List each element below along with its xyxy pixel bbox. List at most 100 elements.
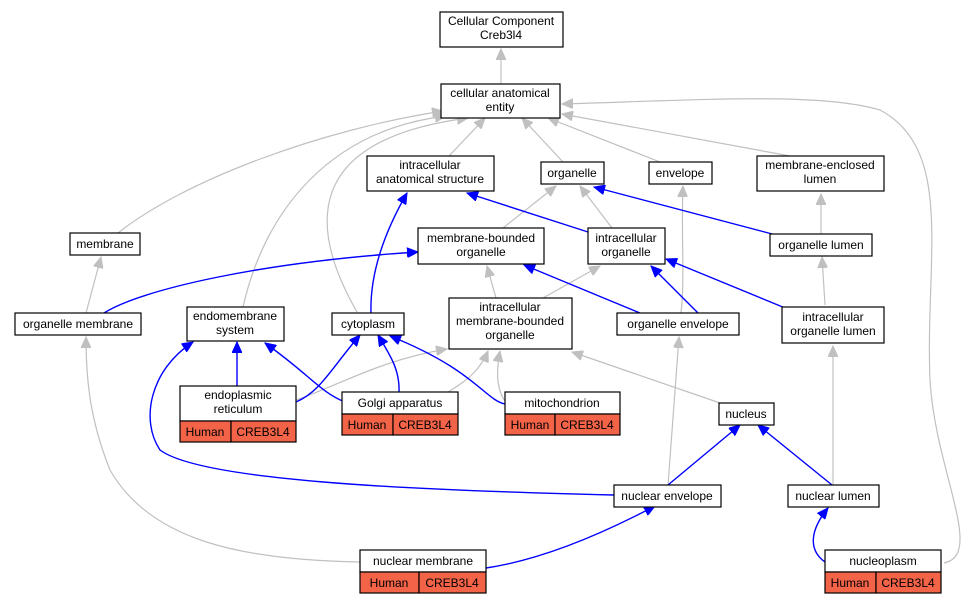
edge-nmem-to-nenv [485, 505, 655, 569]
node-cellular-component[interactable]: Cellular Component Creb3l4 [439, 11, 564, 48]
annotation-gene: CREB3L4 [236, 425, 290, 439]
annotation-species: Human [186, 425, 225, 439]
node-label: endomembrane [193, 309, 277, 323]
node-intracellular-organelle-lumen[interactable]: intracellular organelle lumen [781, 306, 885, 344]
edge-organelle-to-cae [522, 118, 564, 163]
node-membrane-bounded-organelle[interactable]: membrane-bounded organelle [417, 227, 545, 265]
edge-golgi-to-imbo [447, 351, 488, 393]
edge-iol-to-io [666, 259, 791, 311]
annotation-gene-cell [554, 413, 621, 436]
edge-imbo-to-mbo [487, 266, 497, 299]
annotation-gene-cell [418, 571, 487, 594]
node-label: organelle [547, 166, 597, 180]
node-nucleoplasm[interactable]: nucleoplasm Human CREB3L4 [824, 549, 942, 594]
edge-io-to-ias [467, 193, 589, 233]
annotation-species: Human [831, 576, 870, 590]
node-label: membrane-bounded [427, 231, 535, 245]
node-label: organelle [485, 328, 535, 342]
edge-mel-to-cae [562, 114, 791, 157]
edge-om-to-membrane [85, 257, 101, 314]
node-nuclear-membrane[interactable]: nuclear membrane Human CREB3L4 [359, 549, 487, 594]
node-label: membrane-enclosed [765, 158, 874, 172]
node-organelle[interactable]: organelle [540, 161, 605, 185]
edge-oenv-to-envelope [681, 186, 683, 314]
edge-ias-to-cae [448, 118, 485, 157]
annotation-gene-cell [875, 571, 942, 594]
annotation-gene: CREB3L4 [425, 576, 479, 590]
edge-io-to-organelle [580, 186, 613, 229]
edge-iol-to-olumen [822, 257, 825, 306]
node-membrane[interactable]: membrane [69, 232, 141, 256]
node-organelle-envelope[interactable]: organelle envelope [616, 312, 740, 336]
node-label: intracellular [479, 300, 540, 314]
node-label: organelle lumen [778, 238, 863, 252]
node-cellular-anatomical-entity[interactable]: cellular anatomical entity [440, 83, 561, 119]
edge-oenv-to-mbo [524, 265, 641, 314]
node-golgi-apparatus[interactable]: Golgi apparatus Human CREB3L4 [341, 391, 459, 436]
edge-mbo-to-organelle [502, 186, 556, 229]
node-label: reticulum [214, 402, 263, 416]
node-label: intracellular [595, 231, 656, 245]
node-endomembrane-system[interactable]: endomembrane system [186, 306, 285, 342]
node-label: intracellular [399, 158, 460, 172]
node-label: organelle lumen [790, 324, 875, 338]
edge-nplasm-to-nlumen [812, 508, 828, 563]
node-label: nuclear lumen [795, 489, 870, 503]
annotation-gene: CREB3L4 [560, 418, 614, 432]
annotation-species: Human [511, 418, 550, 432]
edge-nenv-to-ems [149, 342, 615, 496]
edge-imbo-to-io [542, 266, 600, 299]
node-membrane-enclosed-lumen[interactable]: membrane-enclosed lumen [756, 155, 885, 192]
node-label: organelle [601, 245, 651, 259]
node-label: nuclear membrane [373, 554, 473, 568]
annotation-gene: CREB3L4 [398, 418, 452, 432]
node-mitochondrion[interactable]: mitochondrion Human CREB3L4 [504, 391, 621, 436]
node-label: endoplasmic [204, 388, 271, 402]
annotation-species: Human [370, 576, 409, 590]
edge-nenv-to-nucleus [667, 425, 740, 486]
node-intracellular-membrane-bounded-organelle[interactable]: intracellular membrane-bounded organelle [448, 297, 573, 350]
node-label: mitochondrion [524, 396, 599, 410]
node-label: system [216, 323, 254, 337]
node-label: Golgi apparatus [358, 396, 443, 410]
node-organelle-lumen[interactable]: organelle lumen [769, 233, 873, 257]
node-label: nucleus [725, 407, 766, 421]
node-label: organelle [456, 245, 506, 259]
node-organelle-membrane[interactable]: organelle membrane [14, 312, 142, 336]
node-label: cytoplasm [341, 317, 395, 331]
annotation-gene: CREB3L4 [881, 576, 935, 590]
node-nuclear-envelope[interactable]: nuclear envelope [613, 484, 722, 508]
node-label: cellular anatomical [450, 86, 549, 100]
annotation-gene-cell [230, 420, 297, 443]
edges [85, 49, 961, 569]
node-cytoplasm[interactable]: cytoplasm [331, 312, 405, 336]
edge-cytoplasm-to-cae [326, 118, 468, 313]
node-label: lumen [804, 172, 837, 186]
edge-cytoplasm-to-ias [370, 193, 408, 314]
edge-mito-to-cytoplasm [390, 336, 506, 405]
edge-nucleus-to-imbo [572, 352, 721, 404]
node-nucleus[interactable]: nucleus [718, 402, 775, 426]
node-label: Cellular Component [448, 14, 555, 28]
edge-ems-to-cae [242, 116, 446, 308]
edge-olumen-to-organelle [594, 187, 777, 236]
annotation-gene-cell [392, 413, 459, 436]
node-envelope[interactable]: envelope [648, 161, 713, 185]
edge-nplasm-to-cae [562, 98, 961, 564]
node-label: anatomical structure [376, 172, 484, 186]
node-intracellular-anatomical-structure[interactable]: intracellular anatomical structure [366, 155, 495, 192]
edge-oenv-to-io [651, 266, 699, 314]
node-label: Creb3l4 [480, 28, 522, 42]
edge-nenv-to-oenv [667, 337, 679, 486]
node-nuclear-lumen[interactable]: nuclear lumen [787, 484, 880, 508]
edge-golgi-to-ems [265, 343, 346, 403]
node-intracellular-organelle[interactable]: intracellular organelle [587, 227, 666, 265]
edge-er-to-cytoplasm [295, 335, 360, 403]
node-endoplasmic-reticulum[interactable]: endoplasmic reticulum Human CREB3L4 [179, 385, 297, 443]
node-label: organelle membrane [23, 317, 133, 331]
node-label: envelope [656, 166, 705, 180]
nodes: Cellular Component Creb3l4 cellular anat… [14, 11, 942, 594]
node-label: intracellular [802, 310, 863, 324]
edge-membrane-to-cae [117, 111, 443, 234]
